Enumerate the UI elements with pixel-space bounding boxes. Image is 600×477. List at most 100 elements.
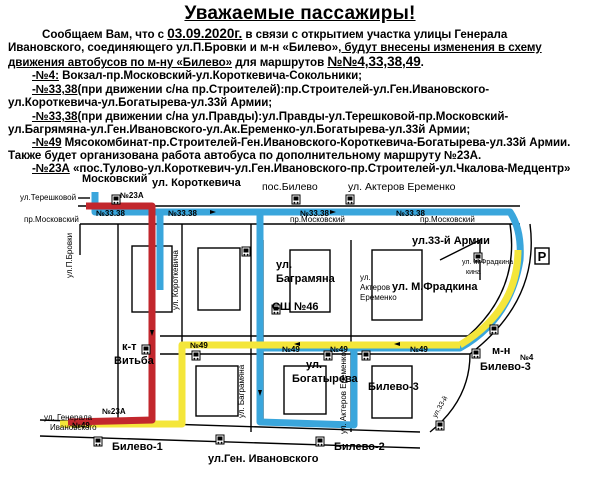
label-akterov-vertical: ул. Актеров Еременко (339, 352, 348, 434)
label-fradkina-small-1: ул. М.Фрадкина (462, 259, 513, 266)
route-33-38-a-text: (при движении с/на пр.Строителей):пр.Стр… (77, 83, 490, 96)
label-korotkevicha-street: ул. Короткевича (171, 250, 180, 310)
notice-text: Уважаемые пассажиры! Сообщаем Вам, что с… (0, 0, 600, 175)
label-bagramyana-vertical: ул. Баграмяна (237, 364, 246, 418)
route-map: P №33.38 №33.38 №33.38 №33.38 №49 №49 №4… (0, 170, 600, 472)
route-label-33-38: №33.38 (300, 209, 329, 218)
bus-stop-icon (241, 246, 251, 257)
block-4 (371, 249, 423, 321)
notice-line-2: Ивановского, соединяющего ул.П.Бровки и … (8, 41, 542, 54)
bus-stop-icon (291, 194, 301, 205)
route-arrows (150, 210, 400, 396)
notice-line-3: движения автобусов по м-ну «Билево» для … (8, 55, 424, 69)
route-label-49: №49 (282, 345, 300, 354)
label-akterov-3: Еременко (360, 293, 397, 302)
road-gen-ivanovskogo-bottom (39, 435, 421, 449)
route-label-23a: №23А (120, 191, 144, 200)
route-23a-line: -№23А «пос.Тулово-ул.Короткевич-ул.Ген.И… (32, 162, 571, 175)
label-mn-1: м-н (492, 345, 510, 357)
label-mn-2: Билево-3 (480, 361, 531, 373)
label-pr-moskovsky-left: пр.Московский (24, 215, 79, 224)
bus-stop-icon (489, 324, 499, 335)
route-4-number: -№4: (32, 69, 59, 82)
arrow-3 (394, 342, 400, 346)
arrow-5 (258, 390, 262, 396)
block-6 (283, 365, 327, 415)
route-33-38-a-line-2: ул.Короткевича-ул.Богатырева-ул.33й Арми… (8, 96, 273, 109)
route-label-49: №49 (410, 345, 428, 354)
notice-routes: №№4,33,38,49 (327, 54, 421, 69)
arrow-1 (210, 210, 216, 214)
label-pos-bilevo: пос.Билево (262, 181, 318, 193)
route-4-line: -№4: Вокзал-пр.Московский-ул.Короткевича… (32, 69, 362, 82)
route-33-38-b-text: (при движении с/на ул.Правды):ул.Правды-… (77, 110, 509, 123)
block-2 (197, 247, 241, 311)
route-label-49: №49 (330, 345, 348, 354)
arrow-2 (330, 210, 336, 214)
route-33-38-b-number: -№33,38 (32, 110, 78, 123)
label-vitba-1: к-т (122, 341, 137, 353)
label-bilevo3-a: Билево-3 (368, 381, 419, 393)
notice-line-1: Сообщаем Вам, что с 03.09.2020г. в связи… (42, 27, 507, 41)
notice-line-3-a: движения автобусов по м-ну «Билево» (8, 56, 233, 69)
label-vitba-2: Витьба (114, 355, 155, 367)
route-33-38-south (256, 348, 358, 429)
bus-stop-icon (435, 420, 445, 431)
route-33-38-b-line: -№33,38(при движении с/на ул.Правды):ул.… (32, 110, 508, 123)
route-33-38-a-line: -№33,38(при движении с/на пр.Строителей)… (32, 83, 489, 96)
route-49-text: Мясокомбинат-пр.Строителей-Ген.Ивановско… (61, 136, 571, 149)
label-akterov-eremenko: ул. Актеров Еременко (348, 181, 456, 193)
label-bagramyana-1: ул. (276, 259, 292, 271)
arrow-4 (294, 342, 300, 346)
label-bogatyreva-1: ул. (306, 359, 322, 371)
block-7 (371, 365, 413, 419)
bus-stop-icon (361, 350, 371, 361)
notice-title: Уважаемые пассажиры! (184, 3, 416, 24)
label-akterov-1: ул. (360, 273, 371, 282)
block-1 (289, 249, 331, 313)
bus-stop-icon (471, 348, 481, 359)
route-number-labels: №33.38 №33.38 №33.38 №33.38 №49 №49 №49 … (72, 191, 534, 430)
label-generala-2: Ивановского (50, 423, 97, 432)
route-label-33-38: №33.38 (96, 209, 125, 218)
parking-box (534, 247, 550, 265)
route-23a-text: «пос.Тулово-ул.Короткевич-ул.Ген.Ивановс… (69, 162, 571, 175)
bus-stop-icon (315, 436, 325, 447)
label-p-brovki: ул.П.Бровки (65, 233, 74, 278)
label-generala-1: ул. Генерала (44, 413, 93, 422)
bus-stop-icon (93, 436, 103, 447)
route-33-38-b-line-2: ул.Багрямяна-ул.Ген.Ивановского-ул.Ак.Ер… (8, 123, 471, 136)
route-label-33-38: №33.38 (396, 209, 425, 218)
bus-stop-icon (345, 194, 355, 205)
label-tereshkovoy: ул.Терешковой (20, 193, 76, 202)
route-33-38-a-number: -№33,38 (32, 83, 78, 96)
route-label-23a: №23А (102, 407, 126, 416)
bus-stop-icon (215, 434, 225, 445)
route-label-49: №49 (72, 421, 90, 430)
label-bogatyreva-2: Богатырева (292, 373, 359, 385)
label-gen-ivanovskogo: ул.Ген. Ивановского (208, 453, 319, 465)
notice-extra: Также будет организована работа автобуса… (8, 149, 482, 162)
route-4-text: Вокзал-пр.Московский-ул.Короткевича-Соко… (58, 69, 362, 82)
bus-stop-icon (141, 344, 151, 355)
parking-letter: P (538, 249, 547, 264)
notice-line-2-b: , будут внесены изменения в схему (338, 41, 542, 54)
route-49-number: -№49 (32, 136, 62, 149)
label-fradkina: ул. М.Фрадкина (392, 281, 478, 293)
label-korotkevicha-stop: ул. Короткевича (152, 177, 242, 189)
route-label-33-38: №33.38 (168, 209, 197, 218)
block-8 (439, 238, 481, 280)
notice-line-3-c: . (420, 56, 424, 69)
road-33-army-south (429, 353, 471, 433)
label-bilevo2: Билево-2 (334, 441, 385, 453)
route-23a-number: -№23А (32, 162, 70, 175)
route-label-4: №4 (520, 353, 534, 362)
route-49-line: -№49 Мясокомбинат-пр.Строителей-Ген.Иван… (32, 136, 570, 149)
route-23a-main (67, 202, 156, 426)
route-label-49: №49 (190, 341, 208, 350)
route-23a-path (67, 202, 156, 426)
route-map-svg: P №33.38 №33.38 №33.38 №33.38 №49 №49 №4… (20, 173, 550, 465)
label-33-army: ул.33-й Армии (412, 235, 490, 247)
notice-line-2-a: Ивановского, соединяющего ул.П.Бровки и … (8, 41, 339, 54)
arrow-6 (150, 330, 154, 336)
